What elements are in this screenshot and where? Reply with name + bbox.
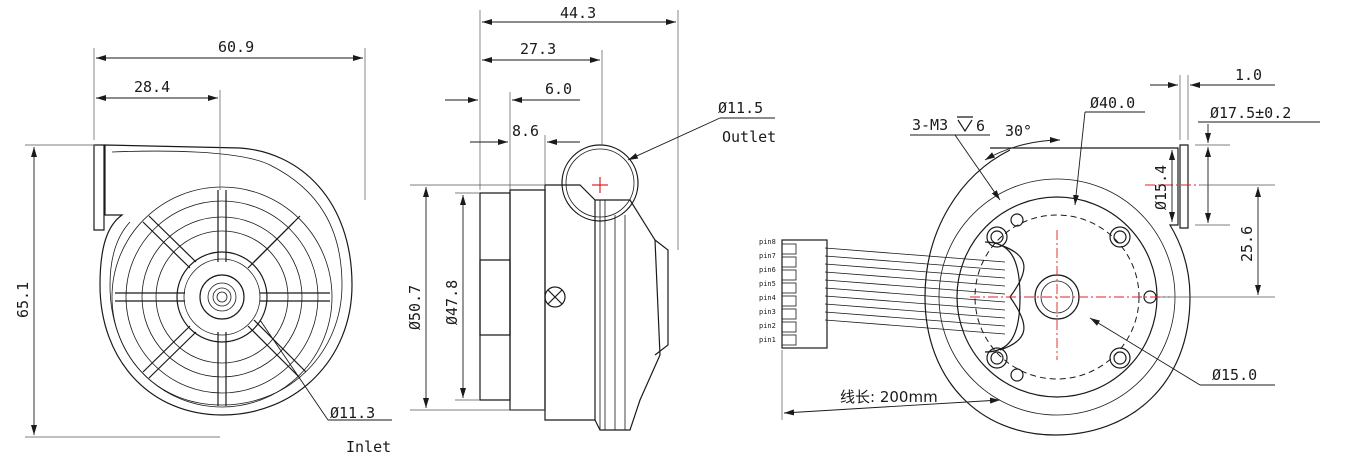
center-offset-label: 25.6 [1238,226,1256,262]
side-view: 44.3 27.3 6.0 8.6 Ø11.5 Outlet Ø50.7 Ø47… [406,4,776,431]
pin-label-5: pin5 [759,280,776,288]
front-width-label: 60.9 [218,38,254,56]
front-offset-label: 28.4 [134,78,170,96]
side-outer-diameter-label: Ø50.7 [406,285,424,330]
rear-view: pin8 pin7 pin6 pin5 pin4 pin3 pin2 pin1 … [759,66,1320,436]
outlet-diameter-label: Ø11.5 [718,99,763,117]
inlet-diameter-label: Ø11.3 [330,404,375,422]
thread-label: 3-M3 [912,116,948,134]
pin-label-1: pin1 [759,336,776,344]
outlet-label: Outlet [722,128,776,146]
side-inner-diameter-label: Ø47.8 [443,280,461,325]
angle-label: 30° [1005,122,1032,140]
thread-depth-label: 6 [976,117,985,135]
bolt-circle-label: Ø40.0 [1090,94,1135,112]
inlet-label: Inlet [346,438,391,456]
outlet-diameter-tolerance-label: Ø17.5±0.2 [1210,104,1291,122]
pin-label-4: pin4 [759,294,776,302]
front-view: 60.9 28.4 65.1 Ø11.3 Inlet [14,38,392,456]
pin-label-8: pin8 [759,238,776,246]
hub-diameter-label: Ø15.0 [1212,366,1257,384]
pin-label-7: pin7 [759,252,776,260]
pin-label-3: pin3 [759,308,776,316]
front-height-label: 65.1 [14,282,32,318]
side-overall-label: 44.3 [560,4,596,22]
side-d1-label: 27.3 [520,40,556,58]
side-d2-label: 6.0 [545,80,572,98]
side-d3-label: 8.6 [512,122,539,140]
pin-label-6: pin6 [759,266,776,274]
pin-label-2: pin2 [759,322,776,330]
outlet-inner-label: Ø15.4 [1152,165,1170,210]
wire-length-label: 线长: 200mm [840,388,938,406]
wall-label: 1.0 [1235,66,1262,84]
